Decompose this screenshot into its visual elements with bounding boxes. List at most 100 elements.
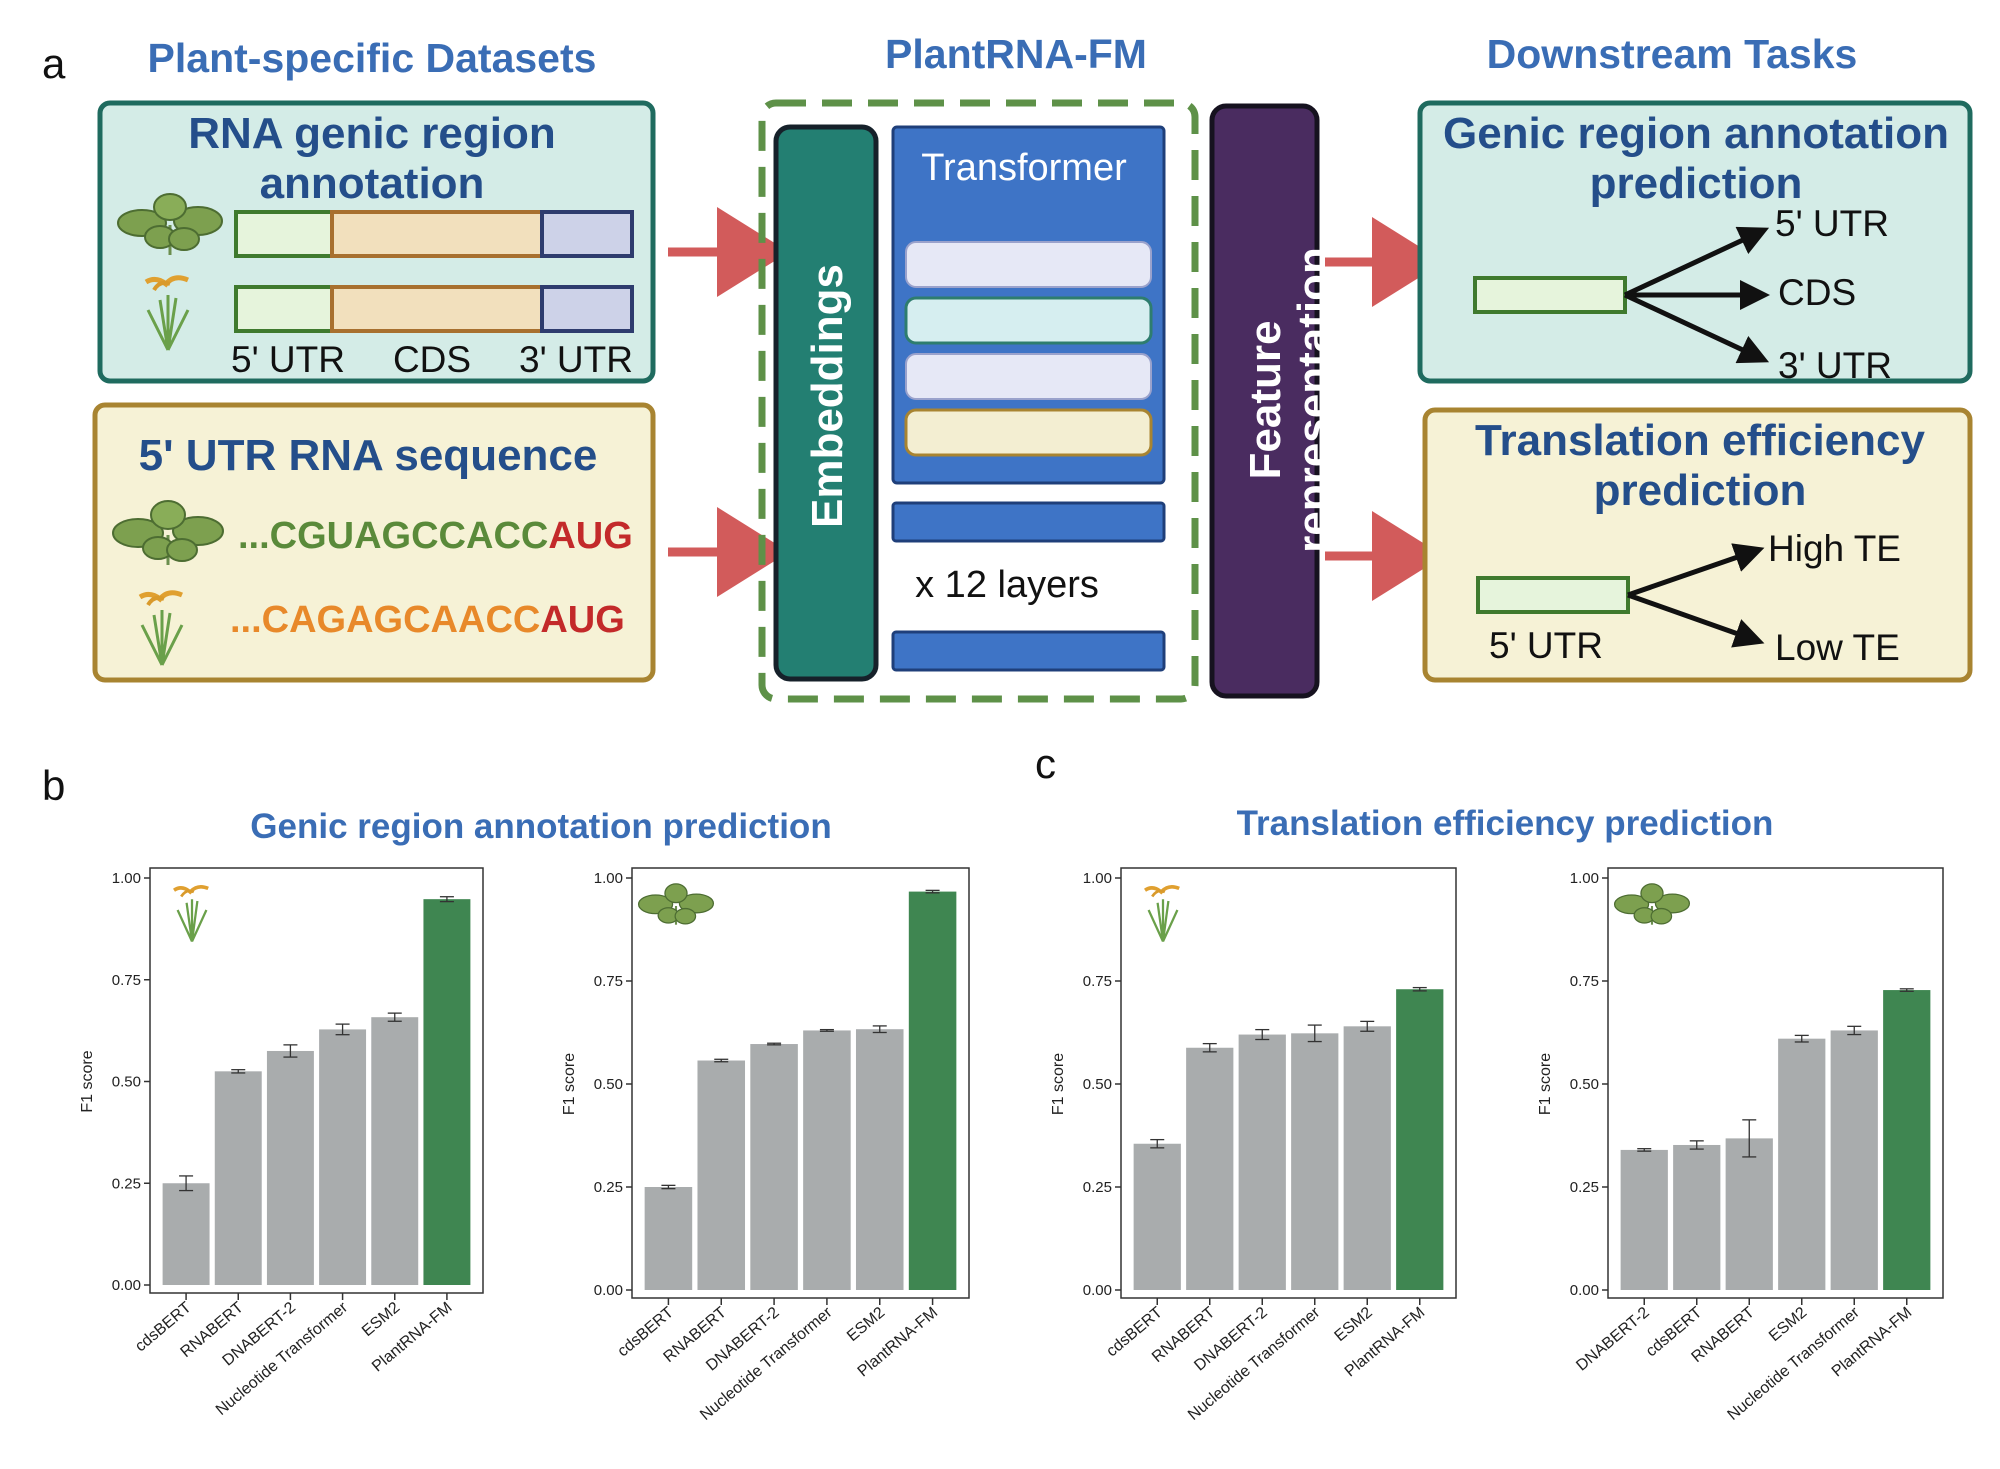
- y-tick-label: 0.75: [112, 972, 141, 989]
- task-genic-annotation-box: Genic region annotation prediction 5' UT…: [1417, 100, 1973, 386]
- rice-icon: [173, 884, 209, 942]
- bar: [371, 1017, 419, 1285]
- rice-icon: [138, 590, 184, 666]
- y-axis-label: F1 score: [1537, 1053, 1554, 1115]
- bar: [1343, 1026, 1391, 1290]
- arabidopsis-icon: [637, 883, 715, 925]
- section-title-tasks: Downstream Tasks: [1487, 31, 1858, 77]
- y-tick-label: 0.00: [1083, 1282, 1112, 1299]
- bar: [214, 1071, 262, 1285]
- bar: [644, 1187, 693, 1290]
- panel-label-c: c: [1035, 740, 1056, 787]
- task2-input-label: 5' UTR: [1489, 625, 1603, 666]
- task1-output-5utr: 5' UTR: [1775, 203, 1889, 244]
- bar: [1396, 989, 1444, 1290]
- y-tick-label: 0.00: [112, 1277, 141, 1294]
- gene-segment-row-1: [234, 210, 634, 258]
- arabidopsis-icon: [112, 500, 224, 565]
- task2-title-line1: Translation efficiency: [1475, 416, 1925, 465]
- genic-box-title-line2: annotation: [260, 159, 485, 208]
- rice-icon: [144, 275, 190, 351]
- y-tick-label: 1.00: [1570, 870, 1599, 887]
- bar: [1291, 1033, 1339, 1290]
- bar: [1133, 1143, 1181, 1290]
- task1-output-3utr: 3' UTR: [1778, 345, 1892, 386]
- feature-label-line1: Feature: [1241, 321, 1290, 480]
- y-tick-label: 0.50: [594, 1076, 623, 1093]
- task2-output-high: High TE: [1768, 528, 1901, 569]
- y-axis-label: F1 score: [561, 1053, 578, 1115]
- x-tick-label: ESM2: [844, 1304, 888, 1345]
- arabidopsis-sequence: ...CGUAGCCACCAUG: [238, 515, 633, 557]
- x-tick-label: DNABERT-2: [1573, 1304, 1653, 1375]
- task2-branch-arrow: [1627, 592, 1765, 648]
- segment-label-cds: CDS: [393, 339, 471, 380]
- layer-bar: [891, 501, 1166, 543]
- bar: [423, 899, 471, 1285]
- task-translation-efficiency-box: Translation efficiency prediction 5' UTR…: [1422, 407, 1973, 683]
- bar: [1725, 1138, 1773, 1290]
- bar: [855, 1029, 904, 1290]
- bar: [319, 1029, 367, 1285]
- y-tick-label: 0.00: [594, 1282, 623, 1299]
- x-tick-label: ESM2: [1766, 1304, 1810, 1345]
- section-title-datasets: Plant-specific Datasets: [148, 35, 597, 81]
- y-tick-label: 1.00: [112, 870, 141, 887]
- y-tick-label: 0.25: [1083, 1179, 1112, 1196]
- bar: [162, 1183, 210, 1285]
- y-tick-label: 0.50: [112, 1074, 141, 1091]
- arabidopsis-icon: [117, 193, 223, 255]
- panel-label-b: b: [42, 762, 65, 809]
- section-title-model: PlantRNA-FM: [885, 31, 1147, 77]
- task1-branch-arrow: [1623, 292, 1770, 364]
- y-tick-label: 0.50: [1570, 1076, 1599, 1093]
- task2-input-bar: [1476, 576, 1630, 614]
- bar: [750, 1044, 798, 1290]
- y-tick-label: 0.75: [1570, 973, 1599, 990]
- bar: [803, 1030, 851, 1290]
- y-tick-label: 0.00: [1570, 1282, 1599, 1299]
- plot-frame: [149, 867, 484, 1294]
- bar: [1620, 1149, 1668, 1290]
- rice-icon: [1144, 884, 1180, 942]
- task2-title-line2: prediction: [1594, 466, 1807, 515]
- x-tick-label: ESM2: [359, 1299, 403, 1340]
- bar: [1830, 1030, 1878, 1290]
- chart-title-te: Translation efficiency prediction: [1237, 804, 1774, 843]
- chart-title-genic: Genic region annotation prediction: [250, 807, 831, 846]
- y-tick-label: 0.50: [1083, 1076, 1112, 1093]
- arabidopsis-icon: [1613, 883, 1691, 925]
- task1-title-line2: prediction: [1590, 159, 1803, 208]
- genic-box-title-line1: RNA genic region: [188, 109, 556, 158]
- x-tick-label: ESM2: [1332, 1304, 1376, 1345]
- panel-label-a: a: [42, 40, 66, 87]
- y-tick-label: 1.00: [594, 870, 623, 887]
- y-tick-label: 0.75: [594, 973, 623, 990]
- bar: [266, 1050, 314, 1285]
- genic-dataset-box: RNA genic region annotation 5' UTR CDS: [97, 100, 656, 384]
- y-axis-label: F1 score: [1050, 1053, 1067, 1115]
- bar: [1186, 1047, 1234, 1290]
- gene-segment-row-2: [234, 285, 634, 333]
- layers-label: x 12 layers: [915, 564, 1099, 606]
- transformer-sublayer: [905, 241, 1152, 288]
- y-tick-label: 0.25: [112, 1175, 141, 1192]
- layer-bar: [891, 630, 1166, 672]
- task1-branch-arrow: [1623, 226, 1770, 298]
- utr-dataset-box: 5' UTR RNA sequence ...CGUAGCCACCAUG ...…: [92, 402, 656, 683]
- bar: [1883, 990, 1931, 1290]
- segment-label-3utr: 3' UTR: [519, 339, 633, 380]
- bar: [1673, 1144, 1721, 1290]
- bar: [697, 1060, 746, 1290]
- embeddings-block: Embeddings: [773, 124, 879, 682]
- task2-branch-arrow: [1627, 543, 1765, 598]
- transformer-block: Transformer: [891, 125, 1166, 485]
- y-tick-label: 0.25: [1570, 1179, 1599, 1196]
- plot-frame: [1120, 867, 1457, 1299]
- embeddings-label: Embeddings: [803, 264, 852, 528]
